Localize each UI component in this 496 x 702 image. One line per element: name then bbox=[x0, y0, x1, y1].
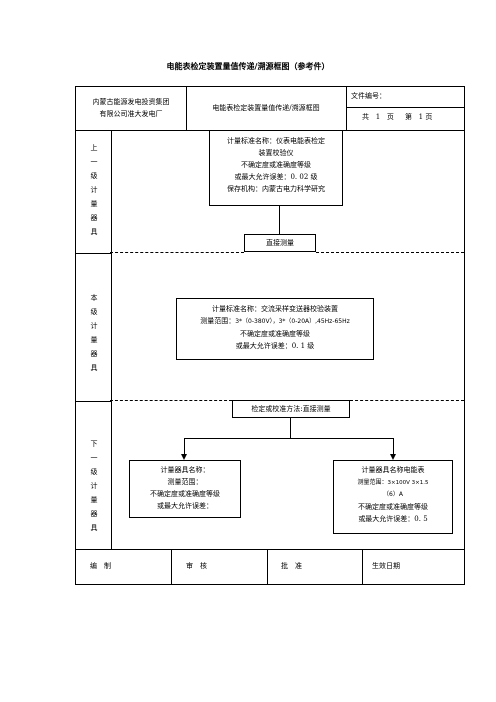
arrow-down-left-icon bbox=[181, 454, 187, 460]
upper-standard-name-cont: 装置校验仪 bbox=[258, 149, 294, 157]
form-frame: 内蒙古能源发电投资集团 有限公司准大发电厂 电能表检定装置量值传递/溯源框图 文… bbox=[75, 86, 465, 585]
document-title: 电能表检定装置量值传递/溯源框图（参考件） bbox=[166, 62, 330, 71]
direct-measure-label: 直接测量 bbox=[266, 239, 294, 247]
arrow-down-right-icon bbox=[390, 454, 396, 460]
connector-right-down bbox=[393, 438, 394, 454]
lower-right-max-error: 或最大允许误差：0. 5 bbox=[358, 515, 428, 523]
page-count: 共 1 页 第 1 页 bbox=[362, 113, 433, 121]
dashed-separator-1a bbox=[110, 252, 244, 253]
current-standard-name: 计量标准名称：交流采样变送器校验装置 bbox=[212, 305, 338, 313]
lower-right-range: 测量范围：3×100V 3×1.5 bbox=[357, 479, 429, 486]
section-label-current: 本级计量器具 bbox=[90, 294, 98, 372]
dashed-separator-2b bbox=[350, 400, 464, 401]
lower-right-name: 计量器具名称电能表 bbox=[361, 466, 425, 474]
connector-upper bbox=[279, 206, 280, 234]
section-label-divider bbox=[111, 130, 112, 549]
method-label: 检定或校准方法:直接测量 bbox=[251, 405, 331, 413]
footer-review: 审 核 bbox=[186, 562, 207, 570]
lower-left-instrument-box: 计量器具名称： 测量范围： 不确定度或准确度等级 或最大允许误差： bbox=[129, 460, 241, 518]
method-box: 检定或校准方法:直接测量 bbox=[232, 400, 350, 418]
current-standard-box: 计量标准名称：交流采样变送器校验装置 测量范围：3*（0-380V），3*（0-… bbox=[176, 298, 374, 360]
upper-max-error: 或最大允许误差：0. 02 级 bbox=[234, 173, 318, 181]
header-divider-2 bbox=[346, 87, 347, 130]
section-border-2 bbox=[76, 401, 111, 402]
footer-divider-3 bbox=[362, 549, 363, 585]
connector-branch bbox=[184, 438, 394, 439]
lower-right-instrument-box: 计量器具名称电能表 测量范围：3×100V 3×1.5 （6）A 不确定度或准确… bbox=[333, 460, 453, 534]
upper-custodian: 保存机构：内蒙古电力科学研究 bbox=[227, 185, 325, 193]
section-border-1 bbox=[76, 253, 111, 254]
section-label-upper: 上一级计量器具 bbox=[90, 144, 98, 236]
lower-left-range: 测量范围： bbox=[167, 478, 203, 486]
connector-left-down bbox=[184, 438, 185, 454]
lower-left-max-error: 或最大允许误差： bbox=[157, 502, 213, 510]
lower-left-uncertainty-label: 不确定度或准确度等级 bbox=[150, 490, 220, 498]
upper-uncertainty-label: 不确定度或准确度等级 bbox=[241, 161, 311, 169]
lower-right-uncertainty-label: 不确定度或准确度等级 bbox=[358, 503, 428, 511]
footer-divider-1 bbox=[171, 549, 172, 585]
dashed-separator-2a bbox=[110, 400, 232, 401]
org-name-line1: 内蒙古能源发电投资集团 bbox=[92, 98, 170, 106]
doc-number-label: 文件编号： bbox=[351, 92, 386, 100]
current-range: 测量范围：3*（0-380V），3*（0-20A）,45Hz-65Hz bbox=[200, 317, 350, 325]
current-uncertainty-label: 不确定度或准确度等级 bbox=[240, 330, 310, 338]
org-name-line2: 有限公司准大发电厂 bbox=[99, 110, 163, 118]
footer-divider-2 bbox=[267, 549, 268, 585]
footer-effective-date: 生效日期 bbox=[372, 562, 400, 570]
connector-method-down bbox=[290, 418, 291, 438]
footer-top-line bbox=[76, 549, 464, 550]
dashed-separator-1b bbox=[316, 252, 464, 253]
current-max-error: 或最大允许误差：0. 1 级 bbox=[235, 342, 315, 350]
lower-left-name: 计量器具名称： bbox=[160, 466, 210, 474]
upper-standard-box: 计量标准名称：仪表电能表检定 装置校验仪 不确定度或准确度等级 或最大允许误差：… bbox=[209, 130, 343, 206]
header-divider-1 bbox=[186, 87, 187, 130]
section-label-lower: 下一级计量器具 bbox=[90, 440, 98, 532]
footer-approve: 批 准 bbox=[281, 562, 302, 570]
header-doc-number-line bbox=[346, 107, 464, 108]
footer-compile: 编 制 bbox=[90, 562, 111, 570]
doc-name: 电能表检定装置量值传递/溯源框图 bbox=[212, 104, 320, 112]
lower-right-range-cont: （6）A bbox=[383, 491, 403, 498]
direct-measure-box: 直接测量 bbox=[244, 234, 316, 252]
upper-standard-name: 计量标准名称：仪表电能表检定 bbox=[227, 137, 325, 145]
